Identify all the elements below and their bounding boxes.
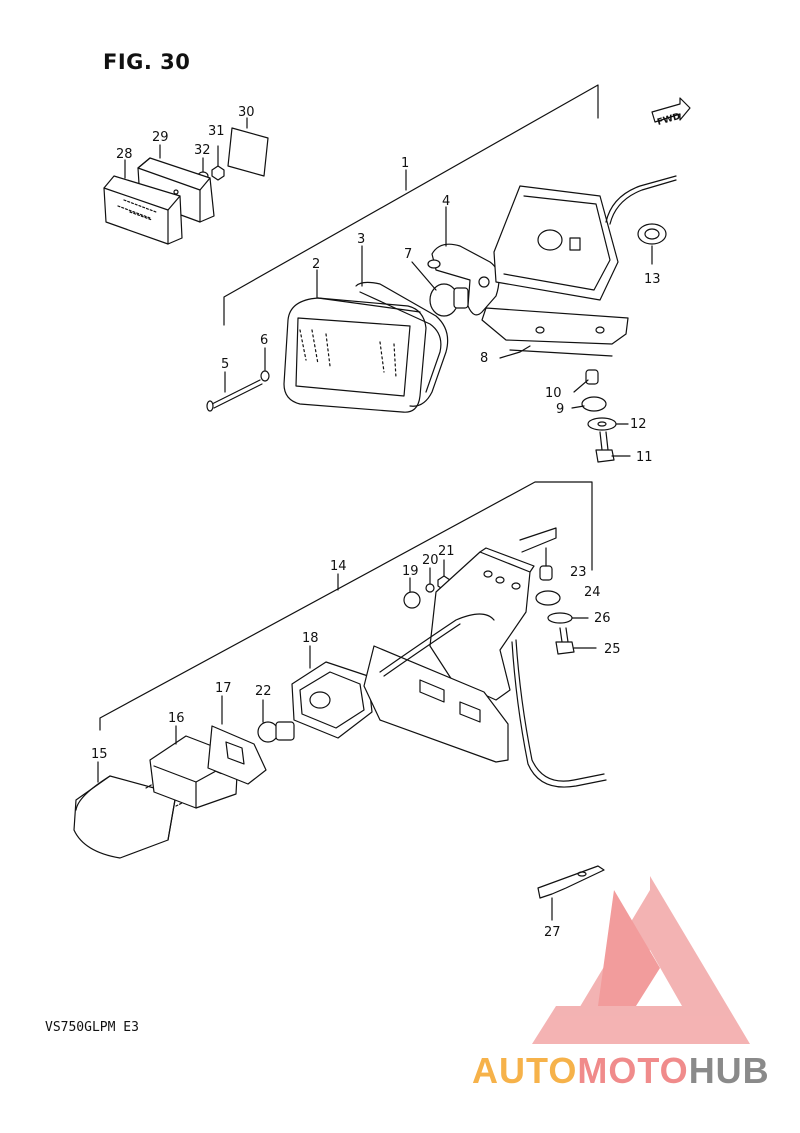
- callout-16: 16: [168, 711, 185, 726]
- part-28-reflector: [103, 159, 183, 245]
- callout-11: 11: [636, 450, 653, 465]
- callout-29: 29: [152, 130, 169, 145]
- callout-2: 2: [312, 257, 320, 272]
- watermark-logo: [532, 876, 750, 1044]
- callout-10: 10: [545, 386, 562, 401]
- callout-26: 26: [594, 611, 611, 626]
- part-22-bulb: [257, 699, 295, 743]
- callout-30: 30: [238, 105, 255, 120]
- callout-32: 32: [194, 143, 211, 158]
- part-7-bulb: [411, 261, 469, 317]
- watermark-part-hub: HUB: [688, 1050, 770, 1091]
- part-11-bolt: [595, 431, 631, 463]
- callout-20: 20: [422, 553, 439, 568]
- model-code: VS750GLPM E3: [45, 1020, 139, 1035]
- part-8-housing: [481, 185, 629, 359]
- callout-12: 12: [630, 417, 647, 432]
- part-5-screw: [206, 371, 263, 412]
- part-19-grommet: [403, 577, 421, 609]
- part-20-washer: [425, 567, 435, 593]
- part-2-lens: [283, 269, 427, 413]
- callout-7: 7: [404, 247, 412, 262]
- watermark-text: AUTOMOTOHUB: [472, 1050, 770, 1092]
- part-6-washer: [260, 347, 270, 382]
- part-10-collar: [573, 369, 599, 393]
- leader-group-14: [99, 481, 593, 731]
- callout-17: 17: [215, 681, 232, 696]
- callout-13: 13: [644, 272, 661, 287]
- callout-14: 14: [330, 559, 347, 574]
- part-24-rubber: [535, 590, 561, 606]
- part-23-collar: [539, 547, 553, 581]
- harness-wire: [605, 175, 677, 225]
- callout-15: 15: [91, 747, 108, 762]
- callout-25: 25: [604, 642, 621, 657]
- callout-24: 24: [584, 585, 601, 600]
- callout-23: 23: [570, 565, 587, 580]
- part-17-gasket: [207, 695, 267, 785]
- part-31-nut: [211, 145, 225, 181]
- callout-22: 22: [255, 684, 272, 699]
- fwd-arrow-icon: [651, 97, 691, 123]
- callout-6: 6: [260, 333, 268, 348]
- watermark-part-auto: AUTO: [472, 1050, 578, 1091]
- part-18-socket: [291, 645, 373, 739]
- callout-31: 31: [208, 124, 225, 139]
- callout-28: 28: [116, 147, 133, 162]
- callout-labels: 1 2 3 4 5 6 7 8 9 10 11 12 13 14 15 16 1…: [91, 105, 682, 940]
- watermark-part-moto: MOTO: [577, 1050, 689, 1091]
- part-25-bolt: [555, 627, 597, 655]
- part-9-rubber: [571, 396, 607, 412]
- callout-21: 21: [438, 544, 455, 559]
- figure-title: FIG. 30: [103, 50, 191, 74]
- callout-1: 1: [401, 156, 409, 171]
- callout-19: 19: [402, 564, 419, 579]
- callout-5: 5: [221, 357, 229, 372]
- callout-4: 4: [442, 194, 450, 209]
- part-3-gasket: [355, 245, 449, 407]
- lower-harness-wire: [379, 613, 607, 788]
- callout-18: 18: [302, 631, 319, 646]
- part-30-pad: [227, 117, 269, 177]
- callout-9: 9: [556, 402, 564, 417]
- part-15-lamp-body: [73, 761, 177, 859]
- part-12-washer: [587, 417, 629, 431]
- callout-27: 27: [544, 925, 561, 940]
- leader-group-1: [223, 84, 599, 326]
- callout-3: 3: [357, 232, 365, 247]
- part-26-washer: [547, 612, 589, 624]
- part-24-license-bracket: [363, 527, 557, 763]
- part-13-grommet: [637, 223, 667, 265]
- part-27-clamp: [537, 865, 605, 921]
- callout-8: 8: [480, 351, 488, 366]
